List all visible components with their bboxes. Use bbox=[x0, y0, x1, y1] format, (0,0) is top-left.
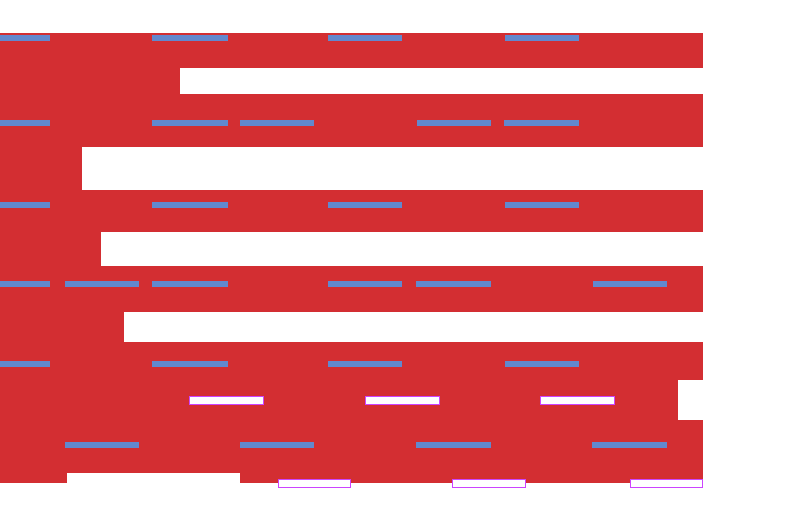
gap-row-2 bbox=[180, 68, 703, 94]
underline-r11-c1 bbox=[65, 442, 139, 448]
redaction-row-4-left bbox=[0, 147, 82, 190]
redaction-row-8-left bbox=[0, 312, 124, 342]
redaction-row-2-left bbox=[0, 68, 180, 94]
underline-r7-c1 bbox=[0, 281, 50, 287]
outline-r12-c2 bbox=[452, 479, 526, 488]
redaction-row-3 bbox=[0, 94, 703, 147]
underline-r5-c1 bbox=[0, 202, 50, 208]
underline-r9-c2 bbox=[152, 361, 228, 367]
underline-r9-c4 bbox=[505, 361, 579, 367]
outline-r10-c3 bbox=[540, 396, 615, 405]
underline-r1-c2 bbox=[152, 35, 228, 41]
gap-row-12 bbox=[67, 473, 240, 483]
underline-r11-c4 bbox=[592, 442, 667, 448]
redaction-row-12-left bbox=[0, 473, 67, 483]
underline-r11-c2 bbox=[240, 442, 314, 448]
underline-r5-c4 bbox=[505, 202, 579, 208]
underline-r7-c6 bbox=[593, 281, 667, 287]
underline-r5-c2 bbox=[152, 202, 228, 208]
gap-row-4 bbox=[82, 147, 703, 190]
underline-r1-c4 bbox=[505, 35, 579, 41]
gap-row-8 bbox=[124, 312, 703, 342]
underline-r7-c3 bbox=[152, 281, 228, 287]
underline-r3-c3 bbox=[240, 120, 314, 126]
underline-r3-c5 bbox=[504, 120, 579, 126]
underline-r1-c3 bbox=[328, 35, 402, 41]
underline-r3-c4 bbox=[417, 120, 491, 126]
gap-row-6 bbox=[101, 232, 703, 266]
redaction-row-6-left bbox=[0, 232, 101, 266]
underline-r5-c3 bbox=[328, 202, 402, 208]
underline-r11-c3 bbox=[416, 442, 491, 448]
underline-r9-c3 bbox=[328, 361, 402, 367]
underline-r9-c1 bbox=[0, 361, 50, 367]
underline-r3-c2 bbox=[152, 120, 228, 126]
underline-r7-c5 bbox=[416, 281, 491, 287]
outline-r10-c2 bbox=[365, 396, 440, 405]
gap-row-10-right bbox=[678, 380, 703, 420]
outline-r12-c1 bbox=[278, 479, 351, 488]
outline-r10-c1 bbox=[189, 396, 264, 405]
outline-r12-c3 bbox=[630, 479, 703, 488]
redaction-row-7 bbox=[0, 266, 703, 312]
underline-r3-c1 bbox=[0, 120, 50, 126]
underline-r7-c4 bbox=[328, 281, 402, 287]
redaction-row-5 bbox=[0, 190, 703, 232]
underline-r1-c1 bbox=[0, 35, 50, 41]
underline-r7-c2 bbox=[65, 281, 139, 287]
redaction-row-12-right bbox=[240, 473, 703, 483]
